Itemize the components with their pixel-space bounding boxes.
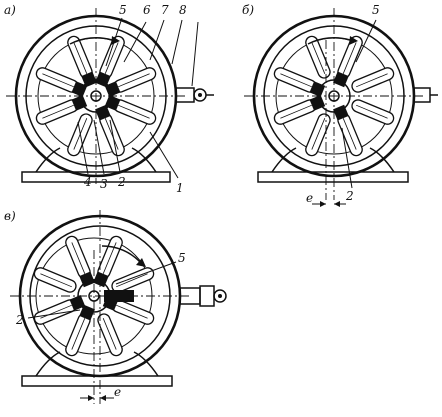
panel-v-part-2: 2 <box>15 313 24 327</box>
part-3: 3 <box>100 177 108 191</box>
panel-a-rotation-arrow <box>69 37 113 45</box>
panel-b-vane-3 <box>305 113 331 157</box>
panel-a-leaders <box>77 17 199 179</box>
panel-v-label: в) <box>4 209 16 223</box>
panel-a-label: а) <box>4 3 16 17</box>
panel-b-part-2: 2 <box>345 189 354 203</box>
panel-v-adjust-rod <box>179 285 227 307</box>
panel-a-valve-block-8 <box>104 81 121 97</box>
panel-a-vanes <box>35 35 157 157</box>
panel-b-adjust-rod <box>413 87 438 103</box>
panel-a-valve-block-7 <box>95 71 111 88</box>
part-5: 5 <box>119 3 127 17</box>
panel-a-adjust-rod <box>175 87 214 103</box>
panel-b-valve-block-7 <box>333 71 349 88</box>
panel-v-valve-blocks <box>69 271 134 321</box>
panel-b-eccentricity-dimension <box>312 201 346 207</box>
panel-v: в) 5 2 e <box>4 209 227 404</box>
panel-b-valve-block-5 <box>309 81 326 97</box>
panel-v-eccentricity-dimension <box>80 395 114 401</box>
part-8: 8 <box>179 3 187 17</box>
part-6: 6 <box>143 3 151 17</box>
panel-b: б) 5 2 e <box>242 3 438 207</box>
panel-v-eccentricity-label: e <box>114 385 121 399</box>
panel-v-rotation-arrow <box>101 245 141 263</box>
panel-b-vane-6 <box>305 35 331 79</box>
panel-v-base <box>21 351 173 387</box>
panel-b-valve-block-2 <box>333 104 349 121</box>
panel-v-vane-5 <box>33 267 77 293</box>
panel-a-valve-block-5 <box>71 81 88 97</box>
part-2: 2 <box>117 175 126 189</box>
panel-b-valve-blocks <box>309 71 349 121</box>
panel-v-valve-block-3 <box>79 304 95 321</box>
panel-v-valve-block-7 <box>93 271 109 288</box>
panel-a: а) 5 6 7 8 1 2 3 4 <box>4 3 214 195</box>
panel-a-valve-block-6 <box>81 71 97 88</box>
panel-b-vane-8 <box>351 67 395 93</box>
panel-a-vane-3 <box>67 113 93 157</box>
panel-b-vane-1 <box>351 99 395 125</box>
panel-v-valve-block-4 <box>69 295 86 311</box>
panel-a-valve-blocks <box>71 71 121 121</box>
panel-v-vane-8 <box>111 267 155 293</box>
panel-b-rotation-arrow <box>307 37 351 45</box>
panel-a-valve-block-1 <box>104 95 121 111</box>
panel-a-valve-block-4 <box>71 95 88 111</box>
panel-b-label: б) <box>242 3 254 17</box>
panel-a-valve-block-2 <box>95 104 111 121</box>
panel-b-eccentricity-label: e <box>306 191 313 205</box>
part-4: 4 <box>83 175 92 189</box>
panel-v-valve-block-6 <box>79 271 95 288</box>
part-1: 1 <box>176 181 184 195</box>
panel-b-vanes <box>273 35 395 157</box>
panel-v-vane-2 <box>97 313 123 357</box>
part-7: 7 <box>161 3 169 17</box>
panel-v-part-5: 5 <box>178 251 186 265</box>
panel-v-vane-3 <box>65 313 91 357</box>
panel-b-part-5: 5 <box>372 3 380 17</box>
panel-b-valve-block-4 <box>309 95 326 111</box>
panel-a-vane-8 <box>113 67 157 93</box>
